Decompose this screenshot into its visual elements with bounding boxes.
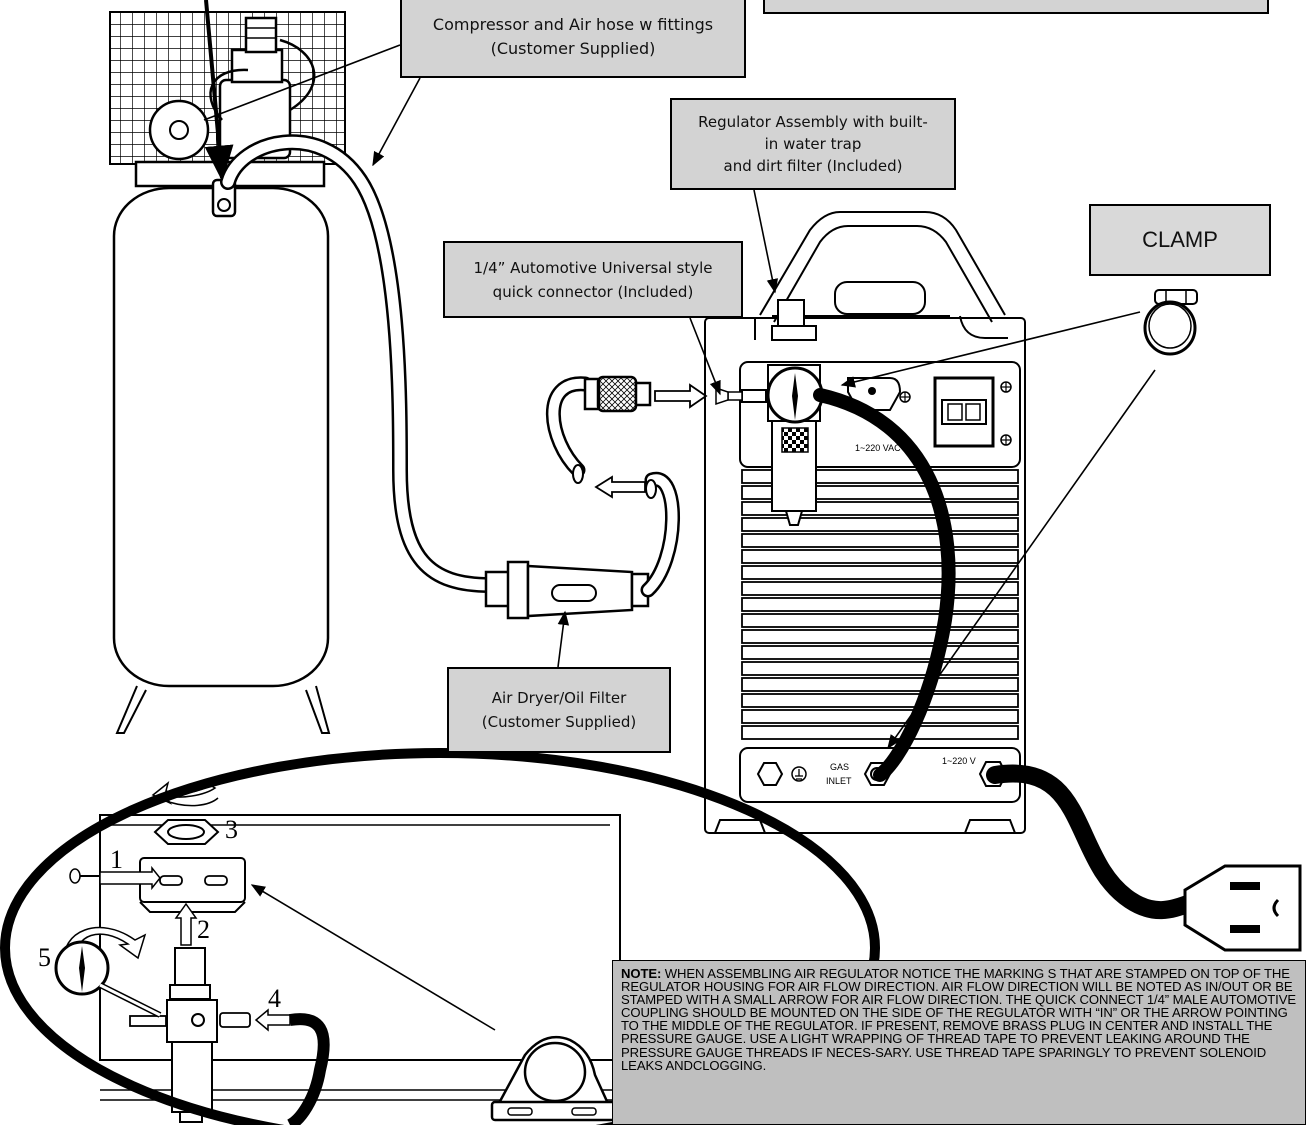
regulator-callout-line-3: and dirt filter (Included) (698, 155, 928, 177)
power-plug (1185, 866, 1300, 950)
compressor-callout: Compressor and Air hose w fittings (Cust… (400, 0, 746, 78)
compressor-callout-line-1: Compressor and Air hose w fittings (433, 13, 713, 37)
air-dryer-filter (486, 562, 648, 618)
plasma-cutter: 1~220 VAC GAS INLET 1~220 V (705, 212, 1025, 833)
clamp-callout: CLAMP (1089, 204, 1271, 276)
v220-label: 1~220 V (942, 756, 976, 766)
clamp-callout-label: CLAMP (1142, 227, 1218, 253)
header-box (763, 0, 1269, 14)
quick-connector-callout-line-2: quick connector (Included) (473, 280, 712, 304)
regulator-callout: Regulator Assembly with built- in water … (670, 98, 956, 190)
regulator-callout-line-1: Regulator Assembly with built- (698, 111, 928, 133)
quick-connector-callout: 1/4” Automotive Universal style quick co… (443, 241, 743, 318)
dryer-callout-line-1: Air Dryer/Oil Filter (482, 686, 637, 710)
compressor-tank (114, 188, 328, 686)
step-4-label: 4 (268, 984, 281, 1013)
assembly-note: NOTE: WHEN ASSEMBLING AIR REGULATOR NOTI… (612, 960, 1306, 1125)
vac-label: 1~220 VAC (855, 443, 901, 453)
note-text: WHEN ASSEMBLING AIR REGULATOR NOTICE THE… (621, 966, 1296, 1073)
inlet-label: INLET (826, 776, 852, 786)
compressor-callout-line-2: (Customer Supplied) (433, 37, 713, 61)
quick-connector-callout-line-1: 1/4” Automotive Universal style (473, 256, 712, 280)
quick-connector-female (585, 377, 650, 411)
dryer-callout: Air Dryer/Oil Filter (Customer Supplied) (447, 667, 671, 753)
air-compressor (110, 0, 345, 733)
step-2-label: 2 (197, 915, 210, 944)
step-5-label: 5 (38, 943, 51, 972)
step-3-label: 3 (225, 815, 238, 844)
hose-clamp (1145, 290, 1197, 354)
dryer-callout-line-2: (Customer Supplied) (482, 710, 637, 734)
regulator-callout-line-2: in water trap (698, 133, 928, 155)
gas-label: GAS (830, 762, 849, 772)
step-1-label: 1 (110, 845, 123, 874)
